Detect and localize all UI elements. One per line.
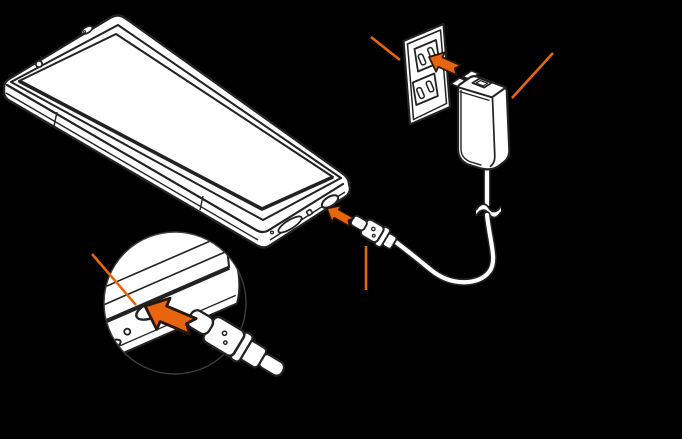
phone-screw-hole <box>269 230 275 235</box>
cable-core <box>390 212 496 285</box>
phone-top-edge-detail <box>80 25 94 35</box>
phone-screen-shadow-edge <box>18 79 334 211</box>
magnified-screen-edge <box>104 265 231 328</box>
callout-line-outlet: Callout leader line <box>370 35 401 62</box>
wall-outlet: Wall outlet <box>402 22 452 126</box>
phone-antenna-line <box>199 195 204 211</box>
outlet-slot <box>425 80 435 93</box>
phone-mic-hole <box>305 208 314 217</box>
adapter-body <box>456 74 511 171</box>
phone-edge-line <box>5 83 345 234</box>
callout-line-port: Callout leader line <box>91 253 137 306</box>
callout-line-adapter: Callout leader line <box>511 52 554 99</box>
magnified-bezel-line <box>104 250 228 312</box>
magnifier-detail: USB port magnified view USB Type-C port <box>91 231 286 377</box>
usb-cable: USB Type-C cable <box>389 203 502 286</box>
outlet-slot <box>417 53 427 66</box>
phone-front-camera <box>34 59 44 69</box>
outlet-plate-inner <box>406 29 448 121</box>
phone-antenna-line <box>53 111 58 127</box>
outlet-slot <box>416 86 425 100</box>
adapter-usb-port <box>471 77 493 89</box>
adapter-top-face-edge <box>458 86 508 99</box>
magnified-speaker <box>104 338 122 357</box>
adapter-contour-line <box>460 90 482 166</box>
phone-speaker <box>277 215 303 234</box>
phone: Smartphone USB Type-C port <box>2 14 352 249</box>
usb-connector-zoomed: USB Type-C connector <box>186 309 286 377</box>
magnified-mic-hole <box>123 327 132 336</box>
adapter-contour-line <box>459 90 490 102</box>
ac-adapter: AC adapter <box>449 69 511 206</box>
phone-chamfer-left <box>5 92 259 241</box>
phone-usb-port: USB Type-C port <box>320 194 340 209</box>
usb-connector: USB Type-C connector <box>349 214 398 250</box>
magnifier-circle <box>103 231 247 375</box>
adapter-front-side-edge <box>489 97 496 168</box>
cable-outline <box>389 211 497 286</box>
